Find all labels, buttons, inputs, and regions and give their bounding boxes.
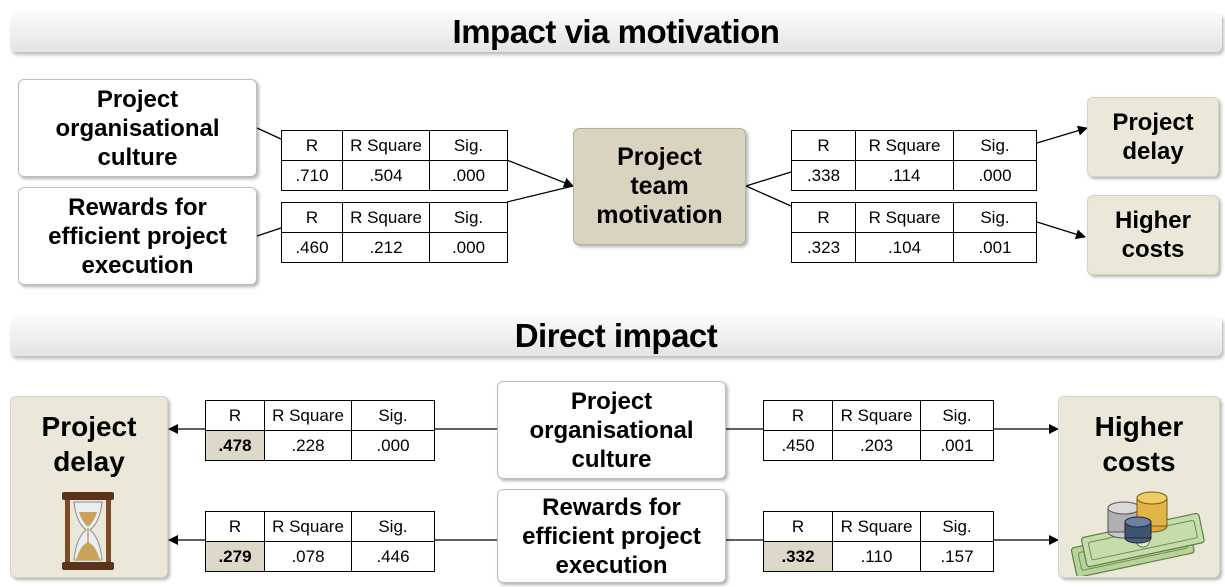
- top-rewards-line-1: Rewards for: [68, 193, 207, 221]
- bottom-culture-line-1: Project: [570, 387, 653, 415]
- top-delay-line-1: Project: [1112, 109, 1194, 136]
- bottom-rewards-line-3: execution: [555, 551, 668, 579]
- value-r-square: .104: [855, 232, 954, 263]
- value-r: .323: [791, 232, 856, 263]
- top-costs-line-2: costs: [1121, 236, 1185, 263]
- bottom-delay-line-1: Project: [41, 411, 137, 442]
- value-r-square: .203: [832, 430, 921, 461]
- header-sig: Sig.: [351, 400, 435, 431]
- arrow-table4-costs: [1036, 221, 1086, 240]
- value-sig: .157: [920, 541, 994, 572]
- header-r-square: R Square: [832, 400, 921, 431]
- bottom-costs-line-1: Higher: [1094, 411, 1184, 442]
- value-sig: .000: [429, 160, 508, 191]
- header-sig: Sig.: [953, 202, 1037, 233]
- top-costs-line-1: Higher: [1114, 207, 1191, 234]
- top-rewards-line-2: efficient project: [48, 222, 227, 250]
- motivation-line-2: team: [630, 172, 689, 200]
- header-sig: Sig.: [351, 511, 435, 542]
- header-r: R: [791, 202, 856, 233]
- header-r: R: [763, 511, 833, 542]
- top-culture-line-1: Project: [96, 85, 179, 113]
- value-r-square: .504: [342, 160, 430, 191]
- header-r-square: R Square: [855, 130, 954, 161]
- bottom-rewards-box: Rewards for efficient project execution: [497, 489, 726, 583]
- bottom-rewards-line-2: efficient project: [522, 522, 701, 550]
- value-r: .450: [763, 430, 833, 461]
- top-culture-line-3: culture: [97, 143, 178, 171]
- value-r-square: .110: [832, 541, 921, 572]
- value-sig: .001: [953, 232, 1037, 263]
- header-r-square: R Square: [832, 511, 921, 542]
- arrow-table3-delay: [1036, 125, 1088, 144]
- top-culture-box: Project organisational culture: [18, 79, 257, 177]
- connector-motivation-table3: [745, 171, 792, 187]
- value-sig: .000: [351, 430, 435, 461]
- header-r: R: [205, 400, 265, 431]
- motivation-line-1: Project: [617, 143, 702, 171]
- top-costs-box: Higher costs: [1087, 195, 1219, 275]
- header-sig: Sig.: [429, 130, 508, 161]
- motivation-box: Project team motivation: [573, 128, 746, 245]
- hourglass-icon: [62, 492, 114, 570]
- value-r: .279: [205, 541, 265, 572]
- value-r: .478: [205, 430, 265, 461]
- top-rewards-line-3: execution: [81, 251, 194, 279]
- header-r-square: R Square: [342, 130, 430, 161]
- header-r: R: [763, 400, 833, 431]
- header-sig: Sig.: [920, 400, 994, 431]
- connector-motivation-table4: [745, 185, 792, 207]
- bottom-rewards-line-1: Rewards for: [542, 493, 681, 521]
- arrow-table1-motivation: [506, 159, 574, 188]
- bottom-delay-line-2: delay: [53, 446, 125, 477]
- connector-rewards-table: [256, 227, 282, 237]
- value-r: .460: [281, 232, 343, 263]
- header-r-square: R Square: [264, 400, 352, 431]
- header-sig: Sig.: [953, 130, 1037, 161]
- header-sig: Sig.: [920, 511, 994, 542]
- bottom-culture-box: Project organisational culture: [497, 381, 726, 479]
- bottom-culture-line-3: culture: [571, 445, 652, 473]
- top-rewards-box: Rewards for efficient project execution: [18, 187, 257, 285]
- bottom-culture-line-2: organisational: [529, 416, 694, 444]
- connector-culture-table: [256, 127, 282, 140]
- header-r: R: [281, 202, 343, 233]
- section-title-direct: Direct impact: [10, 316, 1222, 356]
- header-r: R: [205, 511, 265, 542]
- value-sig: .000: [429, 232, 508, 263]
- value-sig: .001: [920, 430, 994, 461]
- top-delay-line-2: delay: [1122, 138, 1184, 165]
- value-r: .338: [791, 160, 856, 191]
- value-r-square: .078: [264, 541, 352, 572]
- value-r-square: .114: [855, 160, 954, 191]
- header-sig: Sig.: [429, 202, 508, 233]
- header-r: R: [791, 130, 856, 161]
- value-r: .332: [763, 541, 833, 572]
- top-delay-box: Project delay: [1087, 97, 1219, 177]
- header-r-square: R Square: [342, 202, 430, 233]
- header-r: R: [281, 130, 343, 161]
- bottom-costs-line-2: costs: [1102, 446, 1176, 477]
- value-sig: .446: [351, 541, 435, 572]
- header-r-square: R Square: [855, 202, 954, 233]
- connector-table2-motivation: [506, 185, 574, 203]
- value-sig: .000: [953, 160, 1037, 191]
- value-r-square: .228: [264, 430, 352, 461]
- section-title-motivation: Impact via motivation: [10, 12, 1222, 52]
- money-icon: [1070, 491, 1205, 576]
- value-r: .710: [281, 160, 343, 191]
- value-r-square: .212: [342, 232, 430, 263]
- header-r-square: R Square: [264, 511, 352, 542]
- motivation-line-3: motivation: [596, 201, 723, 229]
- top-culture-line-2: organisational: [55, 114, 220, 142]
